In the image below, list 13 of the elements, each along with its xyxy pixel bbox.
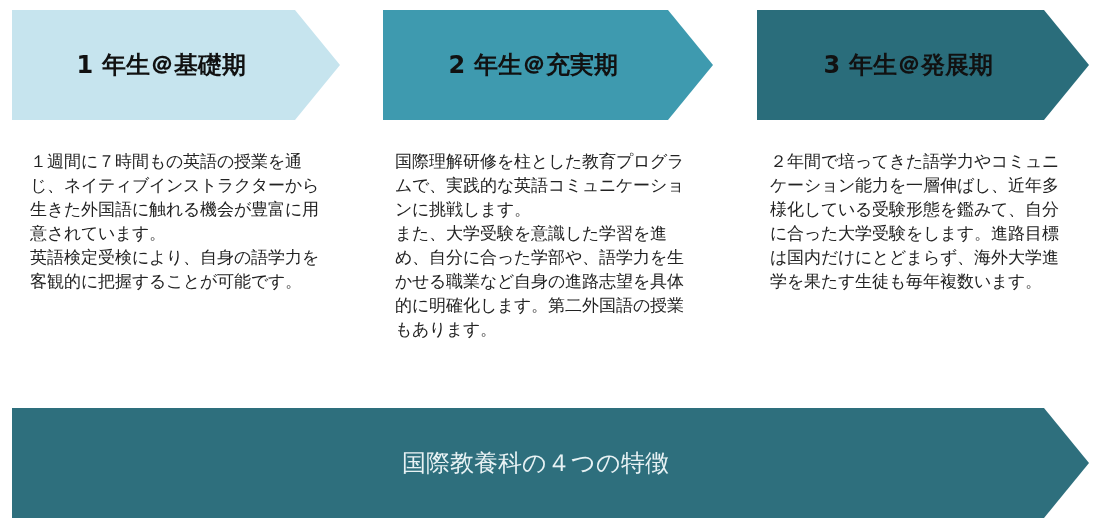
description-text: １週間に７時間もの英語の授業を通じ、ネイティブインストラクターから生きた外国語に触れる機会が豊富に用意されています。 — [30, 151, 320, 245]
description-text: ２年間で培ってきた語学力やコミュニケーション能力を一層伸ばし、近年多様化している受験形態を鑑みて、自分に合った大学受験をします。進路目標は国内だけにとどまらず、海外大学進学を果たす生徒も毎年複数います。 — [770, 151, 1060, 293]
description-text: 英語検定受検により、自身の語学力を客観的に把握することが可能です。 — [30, 247, 320, 293]
stage-title: 2 年生＠充実期 — [448, 50, 619, 81]
stage-title: 3 年生＠発展期 — [823, 50, 994, 81]
chevron-banner — [12, 408, 1089, 518]
chevron-banner — [383, 10, 713, 120]
stage-title: 国際教養科の４つの特徴 — [402, 448, 670, 479]
description-text: 国際理解研修を柱とした教育プログラムで、実践的な英語コミュニケーションに挑戦します。 — [395, 151, 685, 221]
chevron-banner — [12, 10, 340, 120]
description-text: また、大学受験を意識した学習を進め、自分に合った学部や、語学力を生かせる職業など自身の進路志望を具体的に明確化します。第二外国語の授業もあります。 — [395, 223, 685, 341]
chevron-banner — [757, 10, 1089, 120]
stage-title: 1 年生＠基礎期 — [76, 50, 247, 81]
